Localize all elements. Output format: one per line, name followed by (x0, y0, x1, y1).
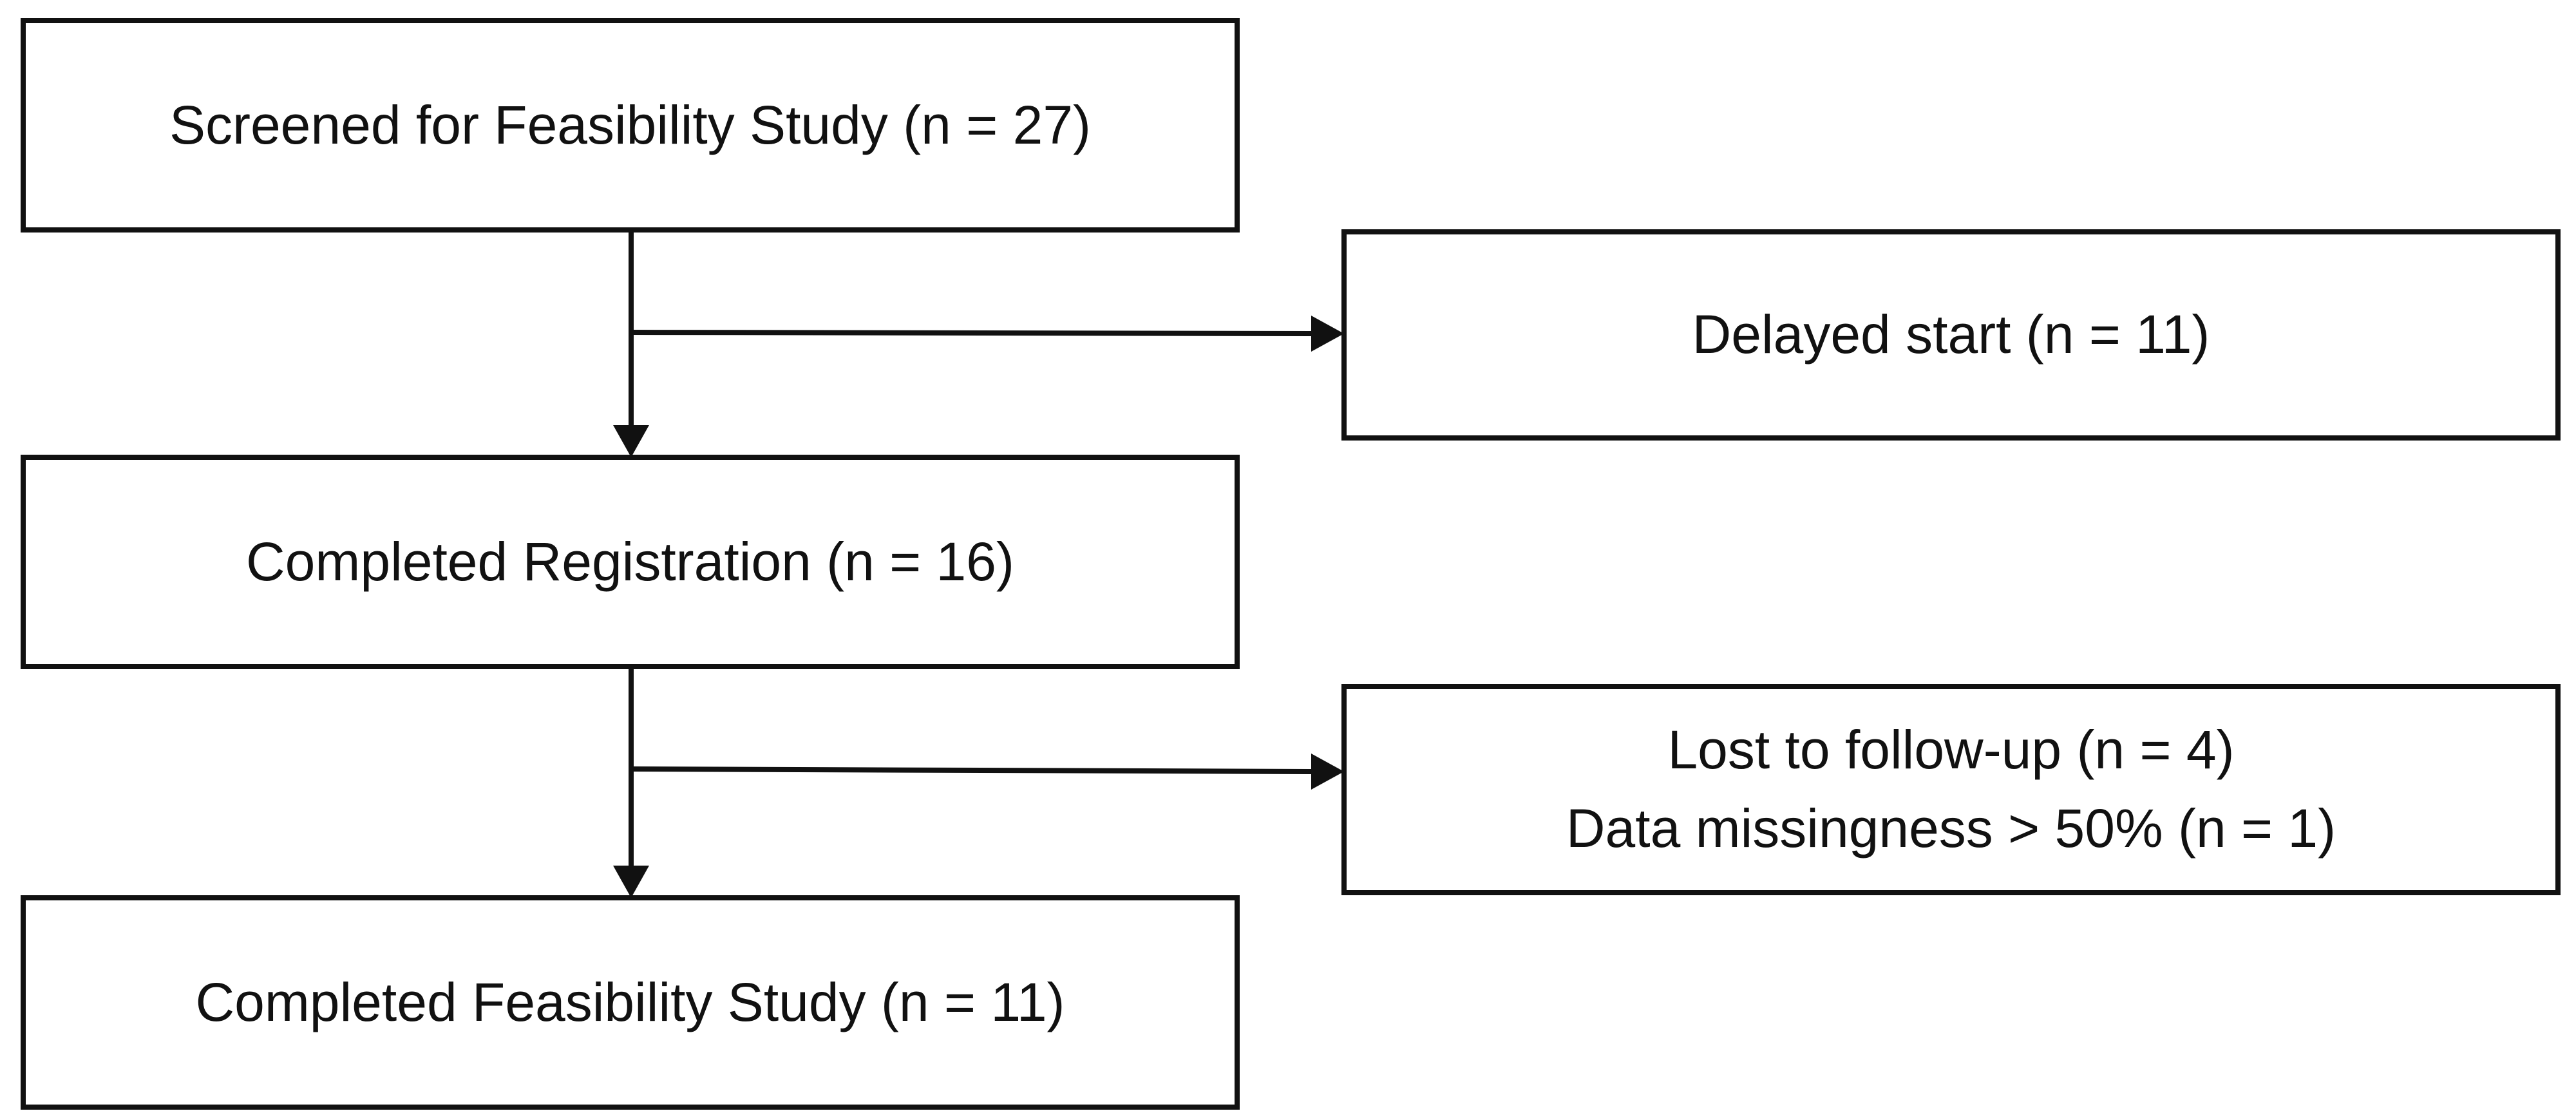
box-screened: Screened for Feasibility Study (n = 27) (21, 18, 1240, 233)
connector-branch-to-delayed (630, 330, 1314, 336)
arrowhead-down-completed (613, 866, 649, 898)
box-completed-feasibility-study-label: Completed Feasibility Study (n = 11) (195, 971, 1065, 1032)
box-lost-line-1: Lost to follow-up (n = 4) (1667, 719, 2235, 781)
arrowhead-right-lost (1311, 754, 1344, 790)
box-completed-feasibility-study: Completed Feasibility Study (n = 11) (21, 895, 1240, 1110)
box-delayed-start-label: Delayed start (n = 11) (1692, 304, 2210, 365)
arrowhead-down-registered (613, 425, 649, 457)
box-completed-registration-label: Completed Registration (n = 16) (246, 531, 1014, 592)
box-completed-registration: Completed Registration (n = 16) (21, 455, 1240, 669)
box-delayed-start: Delayed start (n = 11) (1341, 229, 2561, 441)
connector-branch-to-lost (630, 766, 1314, 774)
box-lost-to-follow-up: Lost to follow-up (n = 4) Data missingne… (1341, 684, 2561, 895)
box-lost-line-2: Data missingness > 50% (n = 1) (1566, 798, 2336, 859)
box-screened-label: Screened for Feasibility Study (n = 27) (169, 94, 1092, 155)
arrowhead-right-delayed (1311, 316, 1344, 352)
